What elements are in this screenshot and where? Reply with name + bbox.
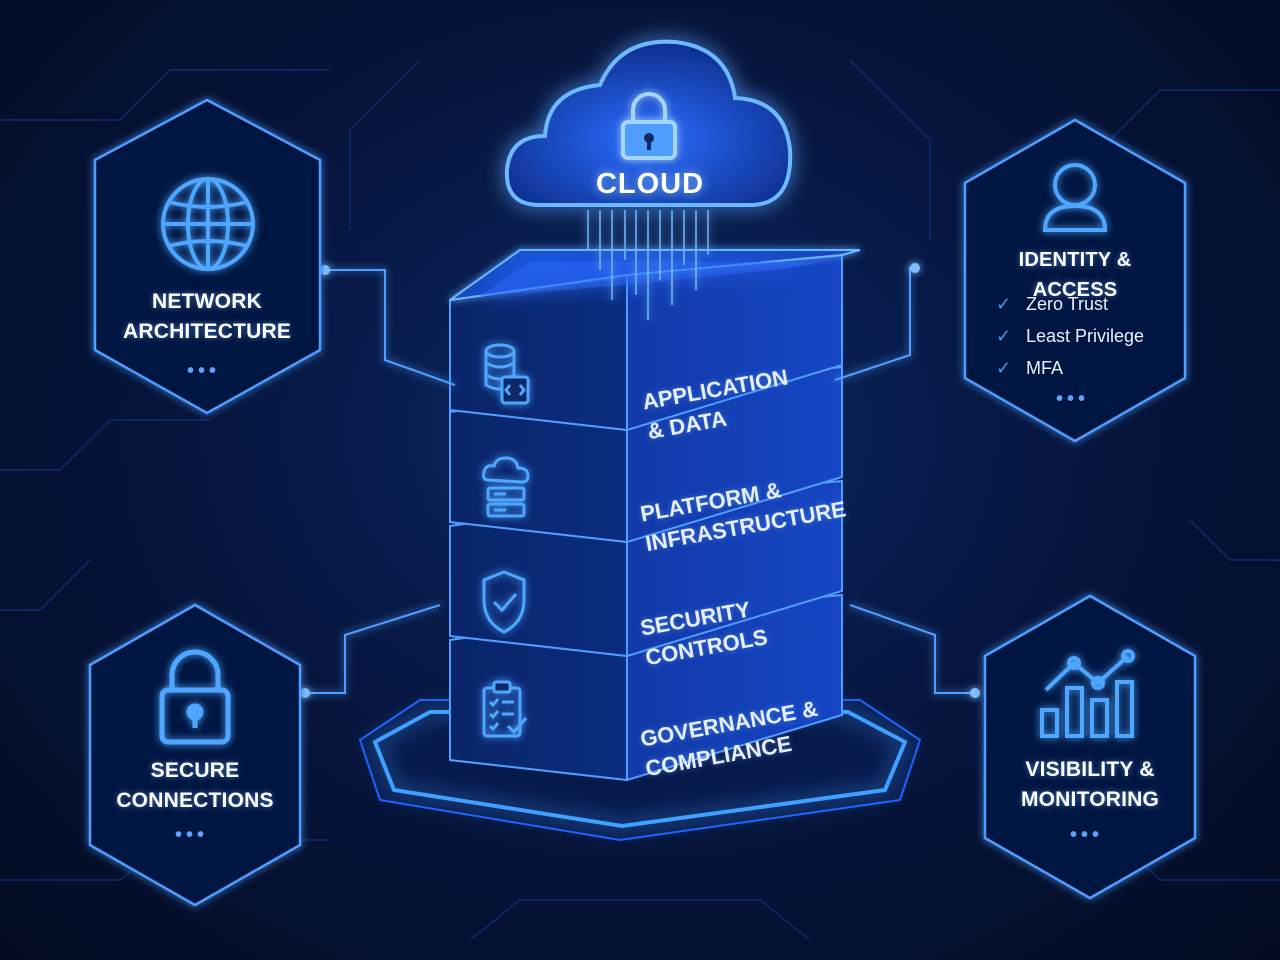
cloud-server-icon — [482, 456, 530, 518]
checklist-item: ✓ MFA — [996, 352, 1144, 384]
checklist-item: ✓ Zero Trust — [996, 288, 1144, 320]
lock-icon — [621, 92, 677, 160]
connector-network — [325, 269, 456, 386]
node-secure-line-2: CONNECTIONS — [116, 789, 274, 812]
node-secure-label: SECURE CONNECTIONS — [95, 756, 295, 816]
padlock-icon — [159, 649, 231, 745]
data-stream — [587, 210, 709, 320]
node-secure-line-1: SECURE — [150, 759, 240, 782]
stack-top-inner-glow — [480, 262, 820, 296]
node-identity-more[interactable]: ••• — [1056, 388, 1090, 410]
checklist-item-label: MFA — [1026, 357, 1064, 378]
check-icon: ✓ — [996, 325, 1012, 346]
checklist-item: ✓ Least Privilege — [996, 320, 1144, 352]
hex-secure — [88, 603, 302, 907]
database-code-icon — [484, 343, 530, 405]
user-icon — [1042, 163, 1108, 232]
hex-visibility — [983, 594, 1197, 900]
layer-side-face — [449, 273, 628, 432]
node-visibility-more[interactable]: ••• — [1070, 824, 1104, 846]
bar-chart-trend-icon — [1040, 649, 1135, 738]
security-stack — [449, 249, 861, 782]
globe-icon — [161, 177, 255, 271]
node-identity-title: IDENTITY & ACCESS — [1018, 249, 1132, 301]
checklist-item-label: Zero Trust — [1026, 293, 1109, 314]
cloud-label: CLOUD — [595, 168, 705, 200]
shield-check-icon — [482, 570, 526, 634]
node-visibility-line-2: MONITORING — [1020, 788, 1160, 811]
check-icon: ✓ — [996, 357, 1012, 378]
checklist-item-label: Least Privilege — [1026, 325, 1145, 346]
node-network-line-1: NETWORK — [152, 290, 262, 313]
hex-identity — [963, 118, 1187, 443]
node-network-label: NETWORK ARCHITECTURE — [107, 287, 307, 347]
connector-identity — [834, 267, 915, 381]
identity-checklist: ✓ Zero Trust ✓ Least Privilege ✓ MFA — [996, 288, 1144, 384]
node-visibility-label: VISIBILITY & MONITORING — [990, 755, 1190, 815]
clipboard-checklist-icon — [482, 680, 528, 738]
node-visibility-line-1: VISIBILITY & — [1025, 758, 1155, 781]
check-icon: ✓ — [996, 293, 1012, 314]
node-secure-more[interactable]: ••• — [175, 824, 209, 846]
connector-secure — [305, 604, 441, 694]
node-network-more[interactable]: ••• — [187, 360, 221, 382]
node-network-line-2: ARCHITECTURE — [122, 320, 292, 343]
layer-application — [449, 253, 843, 432]
connector-dots — [300, 263, 980, 698]
connector-visibility — [849, 604, 975, 694]
